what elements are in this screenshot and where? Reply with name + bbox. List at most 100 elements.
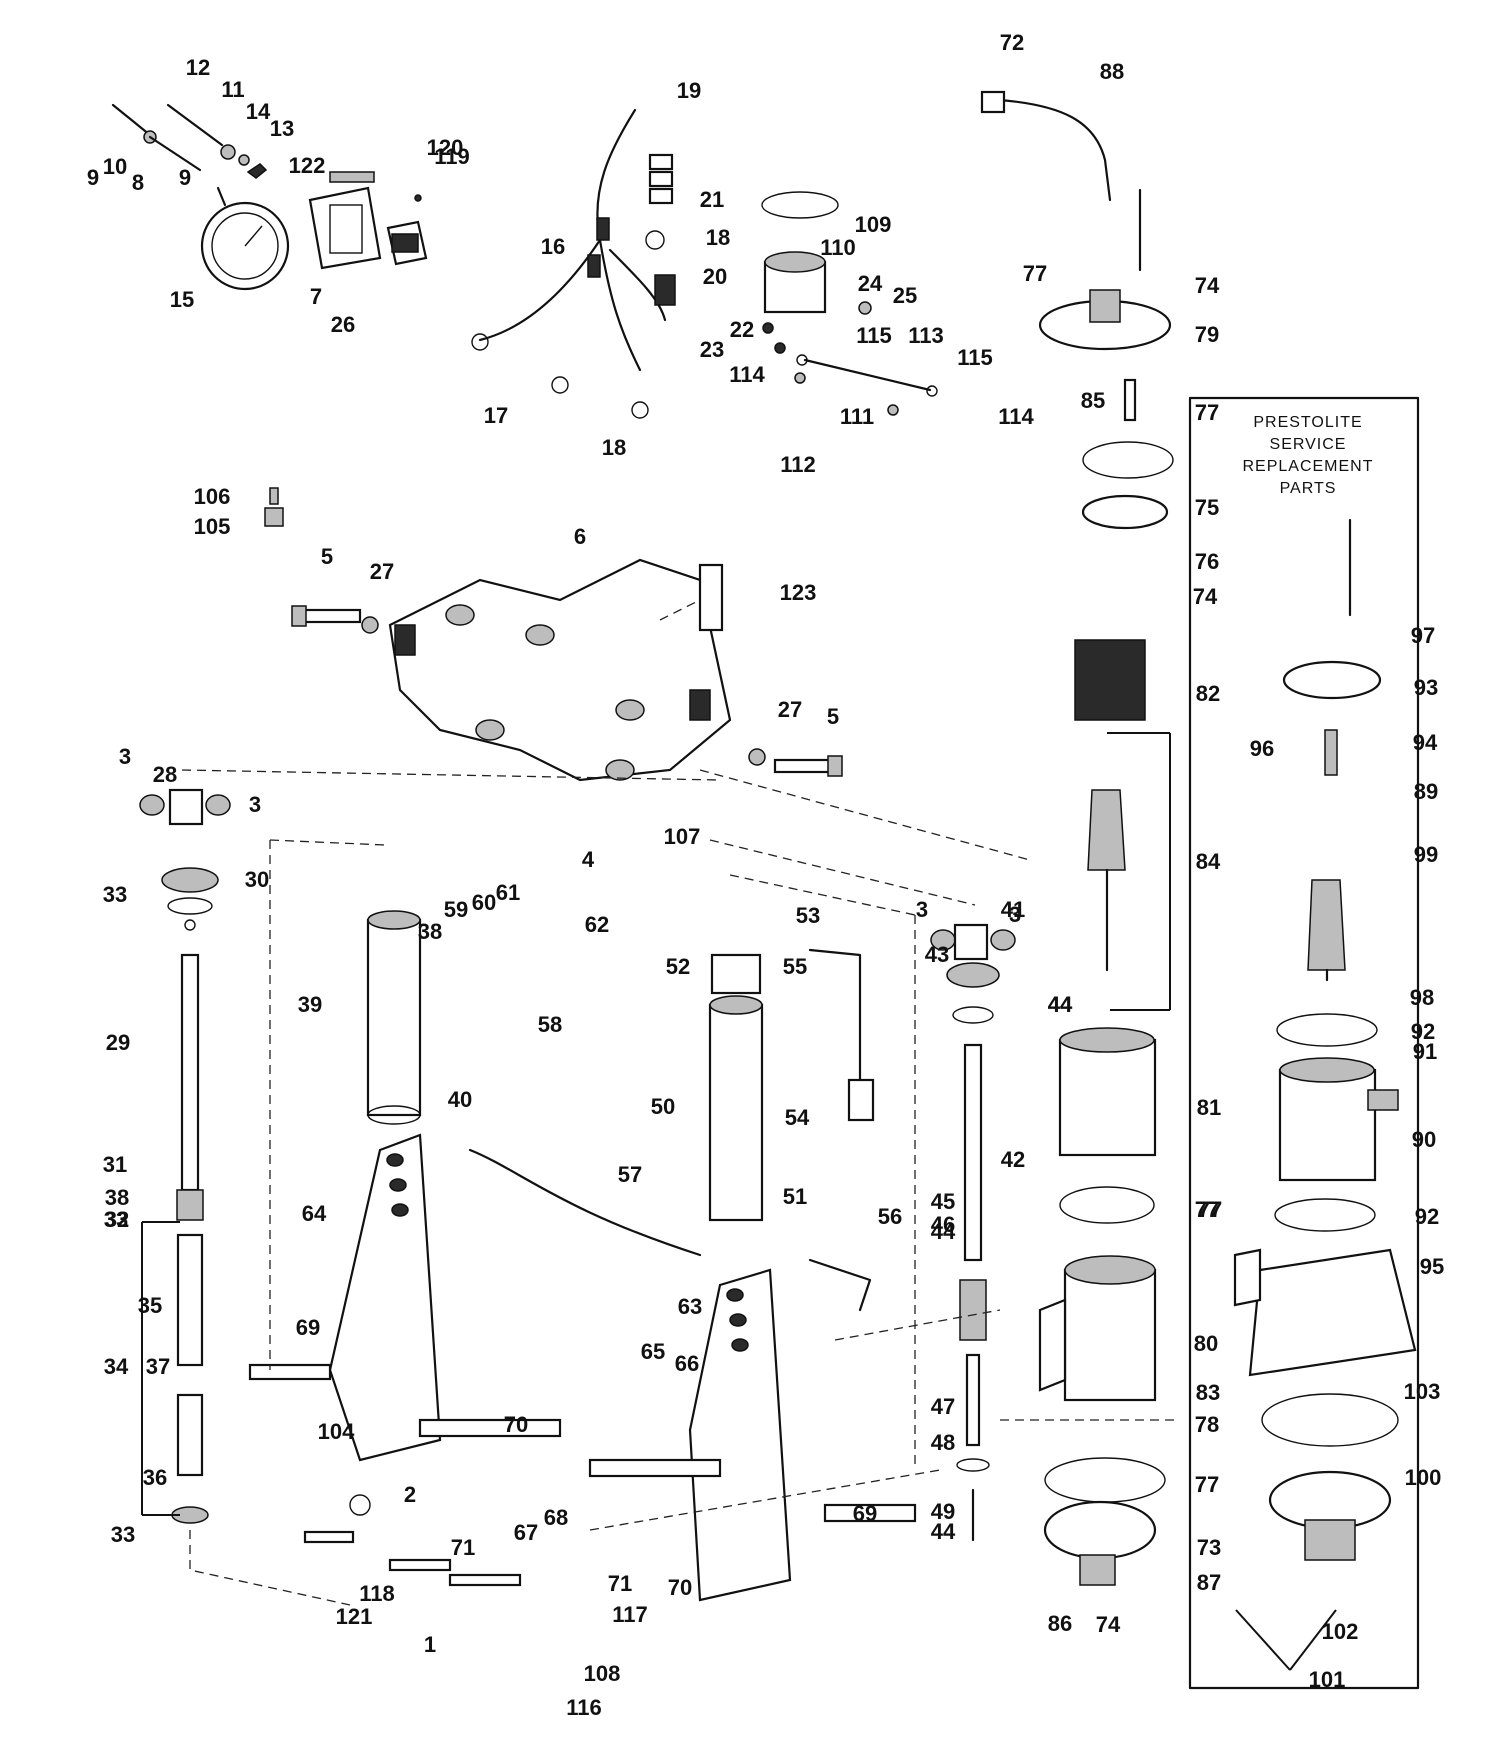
callout-label: 102 — [1321, 1619, 1359, 1644]
callout-label: 4 — [581, 847, 595, 872]
callout-label: 70 — [503, 1412, 529, 1437]
callout-label: 90 — [1411, 1127, 1437, 1152]
battery-cables — [794, 354, 938, 416]
hydraulic-lines — [468, 948, 875, 1312]
callout-label: 72 — [999, 30, 1025, 55]
callout-label: 17 — [483, 403, 509, 428]
callout-label: 15 — [169, 287, 195, 312]
stern-bracket-right — [588, 1268, 792, 1602]
callout-label: 56 — [877, 1204, 903, 1229]
callout-label: 108 — [583, 1661, 621, 1686]
callout-label: 91 — [1412, 1039, 1438, 1064]
callout-label: 77 — [1194, 1472, 1220, 1497]
right-cylinder — [708, 953, 764, 1222]
callout-label: 65 — [640, 1339, 666, 1364]
callout-label: 100 — [1404, 1465, 1442, 1490]
callout-label: 44 — [1047, 992, 1073, 1017]
callout-label: 45 — [930, 1189, 956, 1214]
callout-label: 83 — [1195, 1380, 1221, 1405]
callout-label: 54 — [784, 1105, 810, 1130]
callout-label: 79 — [1194, 322, 1220, 347]
callout-label: 123 — [779, 580, 817, 605]
callout-label: 63 — [677, 1294, 703, 1319]
callout-label: 40 — [447, 1087, 473, 1112]
callout-label: 9 — [86, 165, 100, 190]
callout-label: 44 — [930, 1519, 956, 1544]
callout-label: 106 — [193, 484, 231, 509]
callout-label: 36 — [142, 1465, 168, 1490]
callout-label: 11 — [221, 77, 245, 102]
right-trim-rod — [930, 923, 1016, 1542]
callout-label: 8 — [131, 170, 145, 195]
box-title-line-2: SERVICE — [1269, 436, 1347, 453]
callout-label: 1 — [423, 1632, 437, 1657]
callout-label: 33 — [103, 1207, 129, 1232]
switch-panel — [308, 171, 428, 270]
callout-label: 121 — [335, 1604, 373, 1629]
callout-label: 26 — [330, 312, 356, 337]
box-title-line-1: PRESTOLITE — [1253, 414, 1363, 431]
callout-label: 118 — [359, 1581, 395, 1606]
pivot-pins — [248, 1363, 917, 1587]
callout-label: 88 — [1099, 59, 1125, 84]
prestolite-box-title: PRESTOLITE SERVICE REPLACEMENT PARTS — [1218, 412, 1398, 500]
callout-label: 92 — [1410, 1019, 1436, 1044]
callout-label: 6 — [573, 524, 587, 549]
callout-label: 43 — [924, 942, 950, 967]
callout-label: 20 — [702, 264, 728, 289]
callout-label: 49 — [930, 1499, 956, 1524]
callout-label: 78 — [1194, 1412, 1220, 1437]
callout-label: 85 — [1080, 388, 1106, 413]
callout-label: 75 — [1194, 495, 1220, 520]
callout-label: 73 — [1196, 1535, 1222, 1560]
callout-label: 114 — [998, 404, 1034, 429]
callout-label: 77 — [1197, 1197, 1223, 1222]
callout-label: 84 — [1195, 849, 1221, 874]
callout-label: 39 — [297, 992, 323, 1017]
callout-label: 80 — [1193, 1331, 1219, 1356]
callout-label: 105 — [193, 514, 231, 539]
callout-label: 33 — [110, 1522, 136, 1547]
callout-label: 2 — [403, 1482, 417, 1507]
callout-label: 117 — [612, 1602, 648, 1627]
callout-label: 82 — [1195, 681, 1221, 706]
callout-label: 60 — [471, 890, 497, 915]
callout-label: 113 — [908, 323, 944, 348]
callout-label: 70 — [667, 1575, 693, 1600]
callout-label: 86 — [1047, 1611, 1073, 1636]
callout-label: 48 — [930, 1430, 956, 1455]
stern-bracket-left — [328, 1133, 562, 1462]
callout-label: 24 — [857, 271, 883, 296]
callout-label: 101 — [1308, 1667, 1346, 1692]
callout-label: 18 — [601, 435, 627, 460]
prestolite-box-frame — [1188, 396, 1420, 1690]
callout-label: 14 — [245, 99, 271, 124]
callout-label: 71 — [450, 1535, 476, 1560]
leader-lines — [141, 732, 1337, 1671]
callout-label: 122 — [288, 153, 326, 178]
callout-label: 42 — [1000, 1147, 1026, 1172]
prestolite-motor — [1233, 518, 1417, 1561]
callout-label: 21 — [699, 187, 725, 212]
callout-label: 87 — [1196, 1570, 1222, 1595]
callout-label: 51 — [782, 1184, 808, 1209]
callout-label: 67 — [513, 1520, 539, 1545]
callout-label: 35 — [137, 1293, 163, 1318]
callout-label: 46 — [930, 1212, 956, 1237]
callout-label: 98 — [1409, 985, 1435, 1010]
callout-label: 119 — [434, 144, 470, 169]
callout-label: 110 — [820, 235, 856, 260]
callout-label: 3 — [915, 897, 929, 922]
callout-label: 7 — [309, 284, 323, 309]
callout-label: 59 — [443, 897, 469, 922]
callout-label: 25 — [892, 283, 918, 308]
callout-label: 38 — [104, 1185, 130, 1210]
callout-label: 81 — [1196, 1095, 1222, 1120]
callout-label: 50 — [650, 1094, 676, 1119]
callout-label: 77 — [1194, 1197, 1220, 1222]
callout-label: 116 — [566, 1695, 602, 1720]
callout-label: 58 — [537, 1012, 563, 1037]
callout-label: 74 — [1192, 584, 1218, 609]
